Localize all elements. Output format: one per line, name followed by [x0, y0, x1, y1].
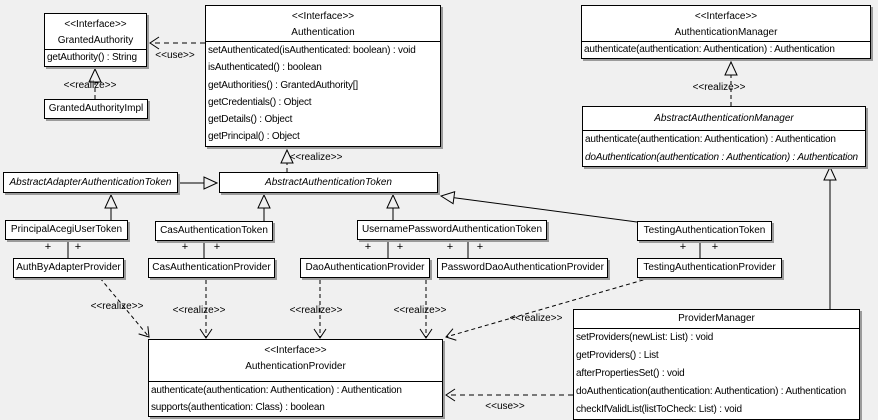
class-name: DaoAuthenticationProvider: [305, 262, 425, 273]
class-name: ProviderManager: [574, 310, 859, 329]
class-dao-authentication-provider[interactable]: DaoAuthenticationProvider: [300, 258, 430, 278]
class-password-dao-authentication-provider[interactable]: PasswordDaoAuthenticationProvider: [437, 258, 608, 278]
method: getProviders() : List: [576, 350, 659, 361]
method: getAuthority() : String: [47, 52, 137, 63]
class-name: CasAuthenticationProvider: [152, 262, 271, 273]
class-name: PasswordDaoAuthenticationProvider: [441, 262, 604, 273]
class-name: UsernamePasswordAuthenticationToken: [361, 224, 543, 235]
class-authentication-manager[interactable]: <<Interface>> AuthenticationManager auth…: [581, 5, 871, 59]
method: getDetails() : Object: [208, 114, 293, 126]
class-auth-by-adapter-provider[interactable]: AuthByAdapterProvider: [13, 258, 124, 278]
class-name: TestingAuthenticationToken: [643, 225, 766, 236]
class-name: Authentication: [291, 27, 355, 38]
multiplicity-plus: +: [181, 241, 189, 253]
class-name: AuthenticationManager: [674, 27, 778, 38]
method: doAuthentication(authentication : Authen…: [585, 151, 858, 163]
class-name: AuthByAdapterProvider: [16, 262, 121, 273]
class-authentication-provider[interactable]: <<Interface>> AuthenticationProvider aut…: [148, 339, 443, 417]
realize-label: <<realize>>: [509, 313, 563, 324]
method: afterPropertiesSet() : void: [576, 368, 685, 379]
multiplicity-plus: +: [364, 241, 372, 253]
class-username-password-authentication-token[interactable]: UsernamePasswordAuthenticationToken: [357, 220, 547, 240]
realize-label: <<realize>>: [90, 301, 144, 312]
class-granted-authority[interactable]: <<Interface>> GrantedAuthority getAuthor…: [44, 13, 147, 67]
use-label: <<use>>: [155, 50, 195, 61]
method: setAuthenticated(isAuthenticated: boolea…: [208, 45, 416, 56]
class-name: CasAuthenticationToken: [160, 225, 268, 236]
method: isAuthenticated() : boolean: [208, 62, 322, 74]
use-label: <<use>>: [485, 401, 525, 412]
multiplicity-plus: +: [213, 241, 221, 253]
class-abstract-adapter-authentication-token[interactable]: AbstractAdapterAuthenticationToken: [3, 172, 178, 193]
method: getCredentials() : Object: [208, 96, 312, 108]
realize-label: <<realize>>: [692, 82, 746, 93]
multiplicity-plus: +: [396, 241, 404, 253]
method: setProviders(newList: List) : void: [576, 332, 714, 343]
class-abstract-authentication-token[interactable]: AbstractAuthenticationToken: [219, 172, 438, 193]
class-name: AbstractAuthenticationManager: [583, 107, 865, 131]
class-name: GrantedAuthority: [57, 35, 134, 46]
multiplicity-plus: +: [44, 241, 52, 253]
stereotype: <<Interface>>: [694, 11, 758, 22]
multiplicity-plus: +: [476, 241, 484, 253]
class-name: PrincipalAcegiUserToken: [10, 224, 123, 235]
class-name: AuthenticationProvider: [245, 361, 346, 372]
class-abstract-authentication-manager[interactable]: AbstractAuthenticationManager authentica…: [582, 106, 866, 167]
class-name: TestingAuthenticationProvider: [643, 262, 776, 273]
class-granted-authority-impl[interactable]: GrantedAuthorityImpl: [44, 99, 148, 119]
multiplicity-plus: +: [446, 241, 454, 253]
realize-label: <<realize>>: [289, 152, 343, 163]
stereotype: <<Interface>>: [64, 19, 127, 30]
class-testing-authentication-token[interactable]: TestingAuthenticationToken: [637, 221, 772, 241]
method: authenticate(authentication: Authenticat…: [584, 44, 835, 55]
class-name: AbstractAuthenticationToken: [265, 176, 392, 188]
realize-label: <<realize>>: [289, 305, 343, 316]
class-provider-manager[interactable]: ProviderManager setProviders(newList: Li…: [573, 309, 860, 420]
method: doAuthentication(authentication: Authent…: [576, 386, 846, 397]
multiplicity-plus: +: [74, 241, 82, 253]
method: supports(authentication: Class) : boolea…: [151, 402, 325, 413]
multiplicity-plus: +: [679, 241, 687, 253]
realize-label: <<realize>>: [172, 305, 226, 316]
method: checkIfValidList(listToCheck: List) : vo…: [576, 404, 742, 415]
stereotype: <<Interface>>: [291, 11, 355, 22]
realize-label: <<realize>>: [393, 305, 447, 316]
class-name: AbstractAdapterAuthenticationToken: [9, 176, 172, 188]
class-cas-authentication-provider[interactable]: CasAuthenticationProvider: [148, 258, 275, 278]
method: getPrincipal() : Object: [208, 131, 300, 143]
stereotype: <<Interface>>: [264, 345, 327, 356]
method: getAuthorities() : GrantedAuthority[]: [208, 79, 358, 91]
method: authenticate(authentication: Authenticat…: [151, 385, 402, 396]
class-principal-acegi-user-token[interactable]: PrincipalAcegiUserToken: [5, 220, 128, 240]
multiplicity-plus: +: [711, 241, 719, 253]
realize-label: <<realize>>: [63, 80, 117, 91]
class-testing-authentication-provider[interactable]: TestingAuthenticationProvider: [637, 258, 782, 278]
method: authenticate(authentication: Authenticat…: [585, 134, 836, 145]
class-name: GrantedAuthorityImpl: [48, 103, 144, 114]
class-cas-authentication-token[interactable]: CasAuthenticationToken: [155, 221, 273, 241]
class-authentication[interactable]: <<Interface>> Authentication setAuthenti…: [205, 5, 441, 147]
